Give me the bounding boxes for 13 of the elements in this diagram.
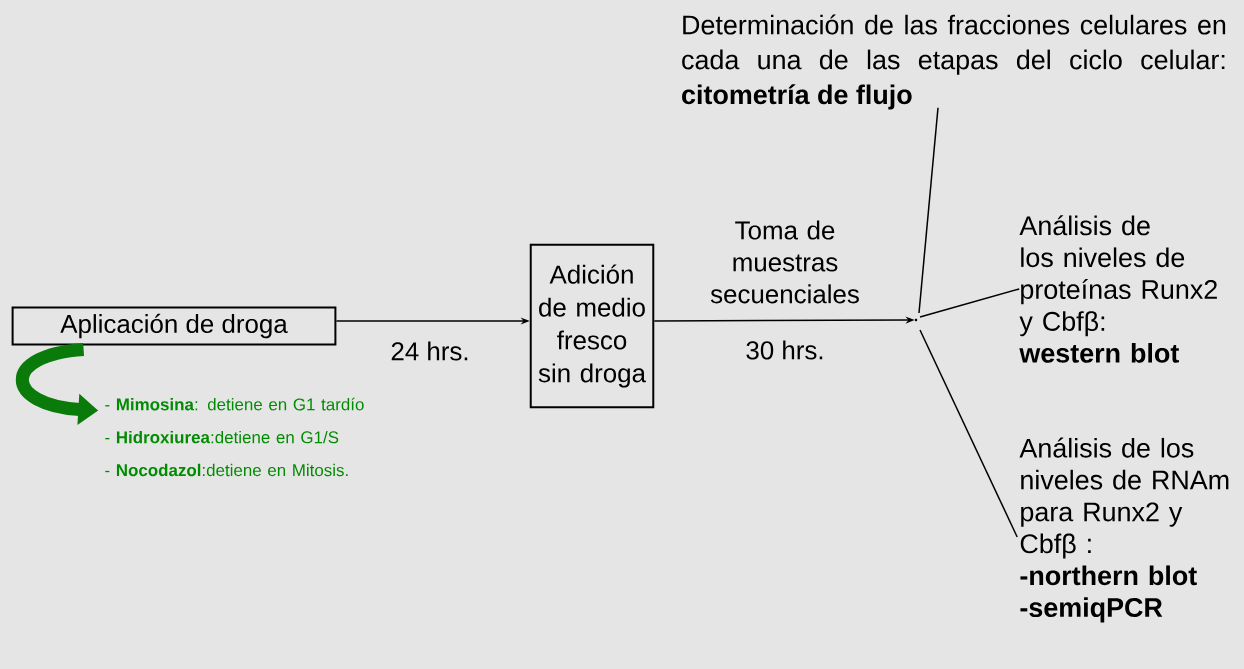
- process-box: Aplicación de droga: [11, 306, 337, 346]
- edge-label: Toma de muestras secuenciales: [710, 220, 859, 304]
- annotation-text: Análisis de los niveles de RNAm para Runx2 y Cbfβ : -northern blot -semiqPCR: [1019, 437, 1229, 623]
- process-box: Adición de medio fresco sin droga: [529, 243, 655, 409]
- annotation-text: Determinación de las fracciones celulares en cada una de las etapas del ciclo celular: citometría de flujo: [682, 14, 1226, 110]
- duration-label: 30 hrs.: [746, 340, 823, 360]
- connector-line: [919, 288, 1020, 318]
- junction-point: [914, 318, 918, 322]
- bullet-list: - Mimosina: detiene en G1 tardío - Hidroxiurea:detiene en G1/S - Nocodazol:detiene en Mitosis.: [105, 397, 364, 477]
- edge-label: 24 hrs.: [391, 341, 468, 361]
- connector-line: [918, 107, 939, 314]
- connector-line: [919, 329, 1018, 538]
- annotation-text: Análisis de los niveles de proteínas Runx2 y Cbfβ: western blot: [1019, 215, 1217, 363]
